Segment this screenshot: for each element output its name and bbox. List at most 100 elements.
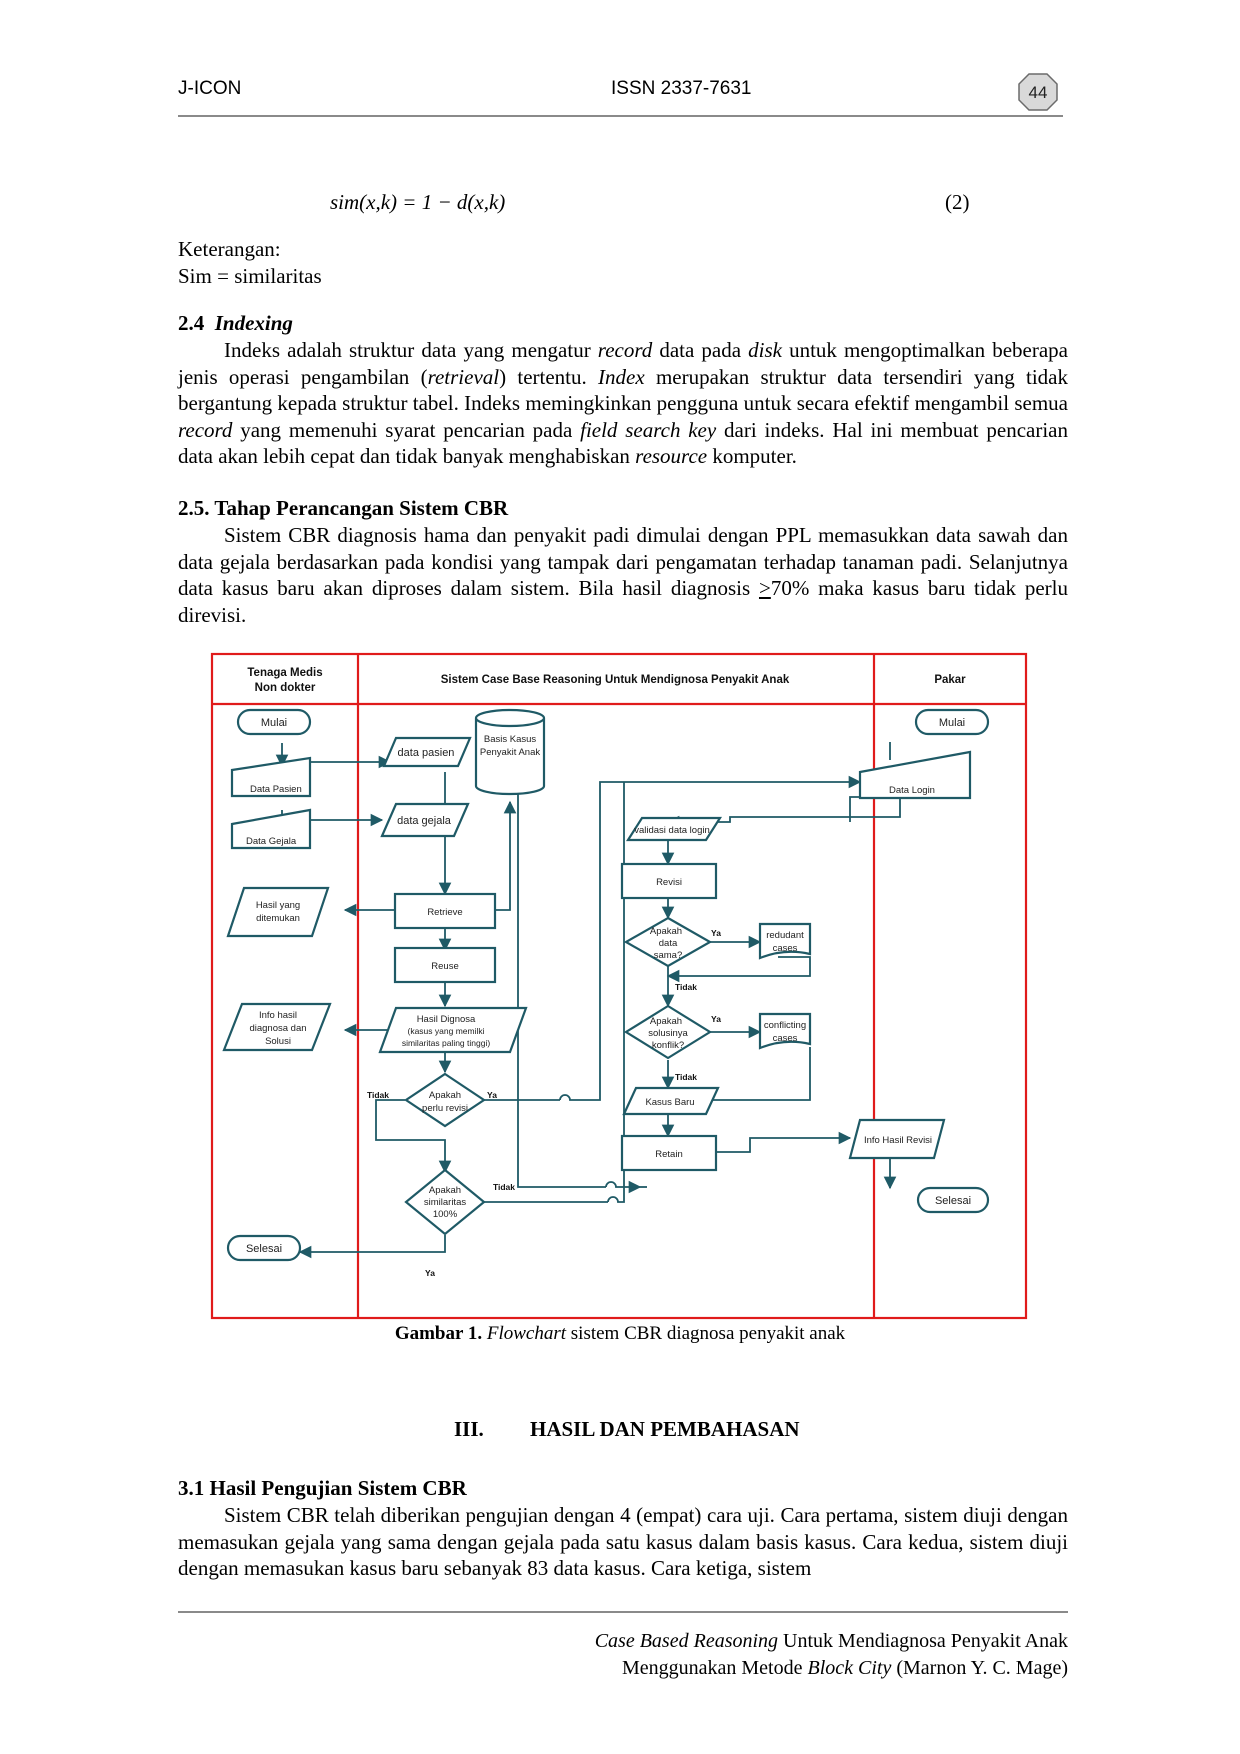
hasil-yang-ditemukan-io xyxy=(226,886,330,938)
data-login-label: Data Login xyxy=(889,785,935,796)
selesai-left-label: Selesai xyxy=(246,1243,282,1255)
label-ya-2: Ya xyxy=(425,1268,435,1278)
caption-label: Gambar 1. xyxy=(394,1323,483,1344)
figure-caption: Gambar 1. Flowchart sistem CBR diagnosa … xyxy=(0,1323,1240,1345)
mulai-right-terminator xyxy=(914,708,990,736)
konflik-decision xyxy=(623,1004,713,1060)
redudant-label-2: cases xyxy=(773,943,798,954)
keterangan-label: Keterangan: xyxy=(178,237,281,261)
konflik-label-2: solusinya xyxy=(648,1028,688,1039)
retrieve-process xyxy=(393,892,497,930)
konflik-label-3: konflik? xyxy=(652,1040,684,1051)
revisi-label: Revisi xyxy=(656,877,682,888)
basis-kasus-label-2: Penyakit Anak xyxy=(480,747,540,758)
label-tidak-3: Tidak xyxy=(675,982,697,992)
hasil-dignosa-label-3: similaritas paling tinggi) xyxy=(402,1038,491,1048)
journal-name: J-ICON xyxy=(178,78,242,99)
issn: ISSN 2337-7631 xyxy=(611,78,752,99)
section-heading-2-4: 2.4 Indexing xyxy=(178,311,293,336)
section-number: 2.4 xyxy=(178,311,205,335)
flowchart-connectors xyxy=(275,742,901,1259)
retain-label: Retain xyxy=(655,1149,682,1160)
lane-title-left-1: Tenaga Medis xyxy=(247,667,322,679)
data-login-manual-input xyxy=(858,750,972,800)
validasi-label: validasi data login xyxy=(634,825,710,836)
footer-text: Untuk Mendiagnosa Penyakit Anak xyxy=(778,1630,1068,1652)
hasil-dignosa-io xyxy=(378,1006,528,1054)
equation-formula: sim(x,k) = 1 − d(x,k) xyxy=(330,190,506,214)
section-title: Indexing xyxy=(214,311,293,335)
text-run: untuk mengoptimalkan beberapa jenis oper… xyxy=(178,338,1068,389)
basis-kasus-database xyxy=(474,708,546,796)
info-hasil-diagnosa-io xyxy=(222,1002,332,1052)
selesai-left-terminator xyxy=(226,1234,302,1262)
konflik-label-1: Apakah xyxy=(650,1016,682,1027)
basis-kasus-label-1: Basis Kasus xyxy=(484,734,537,745)
similaritas-label-1: Apakah xyxy=(429,1185,461,1196)
footer-rule xyxy=(178,1611,1068,1613)
kasus-baru-label: Kasus Baru xyxy=(645,1097,694,1108)
mulai-left-label: Mulai xyxy=(261,717,287,729)
label-tidak-2: Tidak xyxy=(493,1182,515,1192)
lane-frame xyxy=(210,652,1028,1320)
text-run: retrieval xyxy=(427,364,500,389)
conflicting-label-1: conflicting xyxy=(764,1020,806,1031)
revisi-process xyxy=(620,862,718,900)
label-ya-3: Ya xyxy=(711,928,721,938)
retrieve-label: Retrieve xyxy=(427,907,462,918)
text-run: data pada xyxy=(652,338,749,362)
validasi-data-login-io xyxy=(625,816,723,842)
retain-process xyxy=(620,1134,718,1172)
data-sama-decision xyxy=(623,916,713,968)
hasil-dignosa-label-1: Hasil Dignosa xyxy=(417,1014,476,1025)
text-run: field search key xyxy=(580,417,717,442)
caption-italic: Flowchart xyxy=(486,1323,567,1344)
text-run: Indeks adalah struktur data yang mengatu… xyxy=(224,338,598,362)
data-sama-label-1: Apakah xyxy=(650,926,682,937)
text-run: ) tertentu. xyxy=(499,364,599,389)
similaritas-label-2: similaritas xyxy=(424,1197,466,1208)
paragraph-pengujian: Sistem CBR telah diberikan pengujian den… xyxy=(178,1502,1068,1582)
data-gejala-io xyxy=(380,802,470,838)
redudant-label-1: redudant xyxy=(766,930,804,941)
text-run: dari indeks. Hal ini membuat pencarian d… xyxy=(178,417,1068,469)
label-tidak-1: Tidak xyxy=(367,1090,389,1100)
footer-text: (Marnon Y. C. Mage) xyxy=(891,1657,1068,1679)
header-rule xyxy=(178,115,1063,117)
text-run: record xyxy=(597,338,653,362)
mulai-right-label: Mulai xyxy=(939,717,965,729)
footer-line-2: Menggunakan Metode Block City (Marnon Y.… xyxy=(622,1657,1068,1680)
text-run: 70% maka kasus baru tidak perlu direvisi… xyxy=(178,576,1068,627)
paragraph-indexing: Indeks adalah struktur data yang mengatu… xyxy=(178,337,1068,470)
data-pasien-io-label: data pasien xyxy=(398,747,455,759)
hasil-yang-label-1: Hasil yang xyxy=(256,900,300,911)
caption-text: sistem CBR diagnosa penyakit anak xyxy=(566,1323,846,1344)
equation-number: (2) xyxy=(945,190,970,214)
flowchart-figure: .shape { fill: #ffffff; stroke: #1f5a66;… xyxy=(210,652,1028,1320)
hasil-dignosa-label-2: (kasus yang memilki xyxy=(408,1026,485,1036)
similaritas-label-3: 100% xyxy=(433,1209,458,1220)
keterangan-line: Sim = similaritas xyxy=(178,264,322,288)
data-gejala-manual-input xyxy=(230,808,312,850)
redudant-cases-document xyxy=(758,922,812,960)
lane-title-left-2: Non dokter xyxy=(255,682,316,694)
label-ya-1: Ya xyxy=(487,1090,497,1100)
section-heading-3-1: 3.1 Hasil Pengujian Sistem CBR xyxy=(178,1476,467,1500)
info-hasil-revisi-label: Info Hasil Revisi xyxy=(864,1135,932,1146)
selesai-right-label: Selesai xyxy=(935,1195,971,1207)
reuse-process xyxy=(393,946,497,984)
label-ya-4: Ya xyxy=(711,1014,721,1024)
info-hasil-label-1: Info hasil xyxy=(259,1010,297,1021)
footer-line-1: Case Based Reasoning Untuk Mendiagnosa P… xyxy=(595,1630,1068,1653)
chapter-title: HASIL DAN PEMBAHASAN xyxy=(530,1417,800,1441)
data-pasien-manual-input xyxy=(230,756,312,798)
perlu-revisi-label-1: Apakah xyxy=(429,1090,461,1101)
label-tidak-4: Tidak xyxy=(675,1072,697,1082)
footer-italic: Case Based Reasoning xyxy=(594,1630,779,1652)
text-run: Sistem CBR diagnosis hama dan penyakit p… xyxy=(178,523,1068,600)
info-hasil-label-2: diagnosa dan xyxy=(249,1023,306,1034)
text-run: > xyxy=(758,576,771,600)
text-run: yang memenuhi syarat pencarian pada xyxy=(232,417,581,442)
page-number-badge: 44 xyxy=(1018,73,1058,111)
data-sama-label-3: sama? xyxy=(654,950,683,961)
